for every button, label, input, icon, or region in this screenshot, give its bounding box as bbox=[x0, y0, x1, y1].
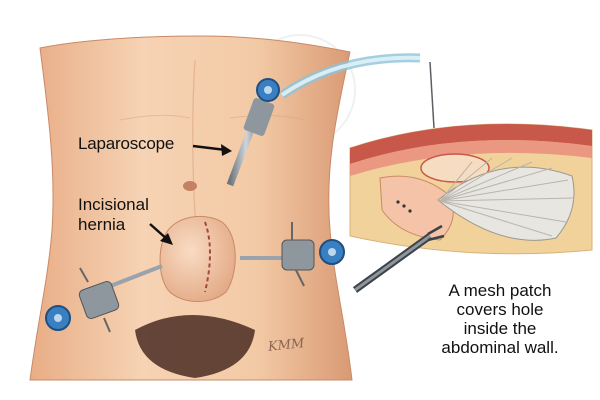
inset-needle bbox=[429, 61, 435, 129]
mesh-patch bbox=[437, 157, 575, 241]
right-trocar bbox=[240, 222, 345, 287]
incision-scar bbox=[204, 221, 211, 293]
pubic-hair bbox=[135, 315, 255, 378]
inset-skin-layer bbox=[350, 124, 592, 164]
incisional-hernia-label: Incisional hernia bbox=[78, 195, 149, 235]
caption-line-4: abdominal wall. bbox=[441, 338, 559, 357]
hernia-label-line-2: hernia bbox=[78, 215, 126, 234]
hernia-label-line-1: Incisional bbox=[78, 195, 149, 214]
hernia-bulge bbox=[159, 215, 236, 303]
caption-line-1: A mesh patch bbox=[448, 281, 552, 300]
mesh-caption: A mesh patch covers hole inside the abdo… bbox=[405, 281, 595, 357]
pointer-arrows bbox=[149, 144, 232, 245]
laparoscope-label: Laparoscope bbox=[78, 134, 175, 153]
laparoscope bbox=[226, 53, 421, 187]
caption-line-2: covers hole bbox=[456, 300, 544, 319]
inset-cross-section bbox=[349, 61, 593, 293]
caption-line-3: inside the bbox=[463, 319, 537, 338]
grasper-instrument bbox=[352, 224, 445, 293]
navel bbox=[183, 181, 197, 191]
left-trocar bbox=[45, 264, 163, 333]
